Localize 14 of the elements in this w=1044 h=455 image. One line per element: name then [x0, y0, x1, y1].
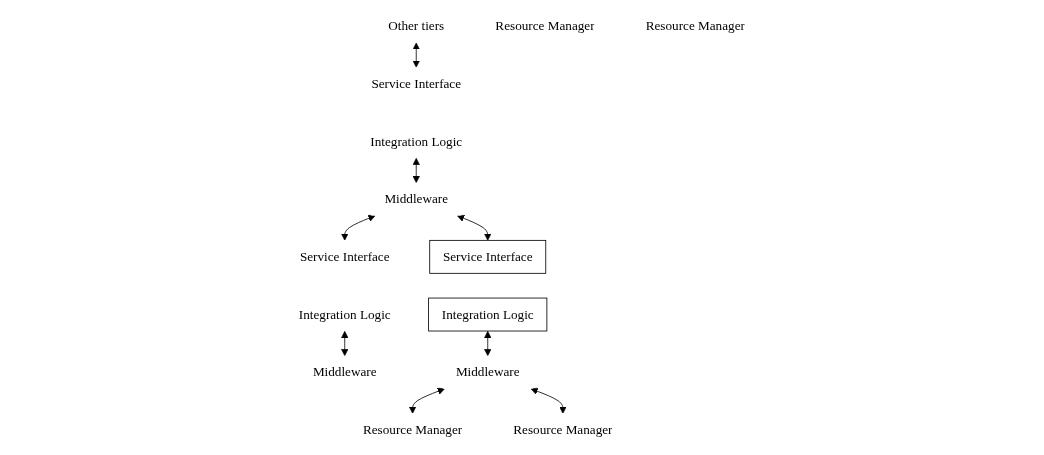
node-text: Service Interface [300, 248, 390, 263]
node-text: Middleware [313, 364, 377, 379]
node-box: Service Interface [429, 239, 547, 274]
node-text: Resource Manager [645, 18, 746, 33]
node-text: Middleware [456, 364, 520, 379]
node-text: Resource Manager [495, 18, 595, 33]
node-text: Resource Manager [513, 421, 613, 436]
node-text: Integration Logic [370, 133, 463, 148]
node-box: Integration Logic [428, 297, 548, 331]
node-text: Service Interface [371, 75, 462, 90]
node-text: Resource Manager [363, 421, 463, 436]
node-text: Integration Logic [298, 306, 391, 321]
node-text: Other tiers [388, 18, 445, 33]
node-text: Middleware [384, 191, 449, 206]
